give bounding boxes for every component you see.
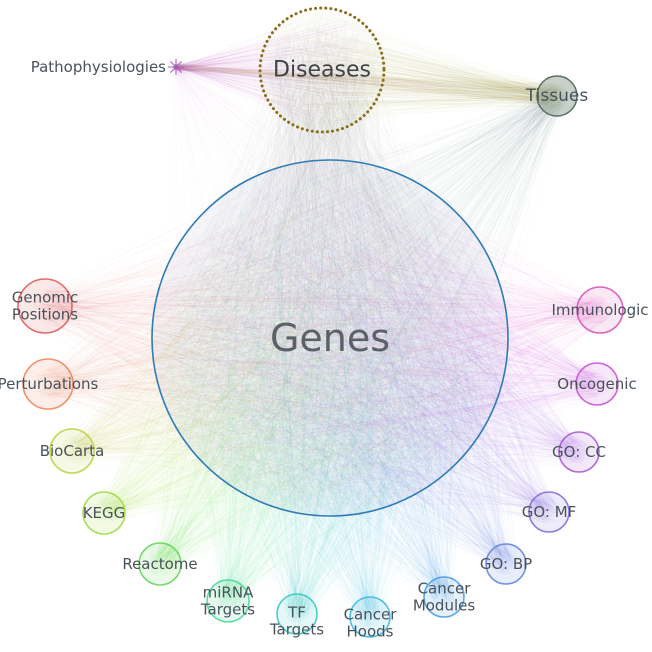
- node-label-go-bp: GO: BP: [480, 555, 532, 573]
- node-go-bp[interactable]: [485, 543, 527, 585]
- node-kegg[interactable]: [82, 491, 126, 535]
- node-biocarta[interactable]: [49, 428, 95, 474]
- node-label-tissues: Tissues: [525, 86, 589, 106]
- node-genomic-positions[interactable]: [17, 278, 73, 334]
- node-label-go-mf: GO: MF: [522, 503, 577, 521]
- node-label-genomic-positions: Positions: [12, 305, 78, 323]
- node-diseases[interactable]: [258, 6, 386, 134]
- node-cancer-hoods[interactable]: [349, 596, 391, 638]
- node-label-tf-targets: Targets: [269, 620, 324, 638]
- node-go-mf[interactable]: [528, 491, 570, 533]
- node-label-cancer-modules: Cancer: [418, 580, 472, 598]
- node-reactome[interactable]: [138, 542, 182, 586]
- node-tissues[interactable]: [536, 75, 578, 117]
- node-go-cc[interactable]: [558, 431, 600, 473]
- node-label-diseases: Diseases: [273, 58, 371, 83]
- node-label-cancer-hoods: Hoods: [347, 622, 394, 640]
- node-label-perturbations: Perturbations: [0, 375, 99, 393]
- node-label-mirna-targets: miRNA: [203, 584, 254, 602]
- node-oncogenic[interactable]: [575, 362, 619, 406]
- genes-area-fill: [152, 160, 508, 516]
- node-label-pathophysiologies: Pathophysiologies: [31, 58, 166, 76]
- node-cancer-modules[interactable]: [423, 576, 465, 618]
- node-label-kegg: KEGG: [83, 504, 126, 522]
- node-label-oncogenic: Oncogenic: [557, 375, 636, 393]
- node-label-cancer-modules: Modules: [413, 596, 476, 614]
- edge-bundle-pathophysiologies-diseases: [172, 18, 375, 126]
- node-label-biocarta: BioCarta: [40, 442, 105, 460]
- node-label-tf-targets: TF: [287, 604, 306, 622]
- node-tf-targets[interactable]: [276, 593, 318, 635]
- node-label-cancer-hoods: Cancer: [344, 606, 398, 624]
- node-immunologic[interactable]: [576, 286, 624, 334]
- node-label-genes: Genes: [270, 316, 390, 360]
- node-label-reactome: Reactome: [122, 555, 197, 573]
- node-label-mirna-targets: Targets: [200, 600, 255, 618]
- node-label-go-cc: GO: CC: [552, 443, 606, 461]
- node-perturbations[interactable]: [22, 358, 74, 410]
- node-mirna-targets[interactable]: [206, 579, 250, 623]
- node-label-genomic-positions: Genomic: [12, 289, 79, 307]
- node-pathophysiologies[interactable]: [168, 59, 184, 75]
- node-label-immunologic: Immunologic: [551, 301, 648, 319]
- node-genes[interactable]: [151, 159, 509, 517]
- edge-bundles: [172, 18, 375, 126]
